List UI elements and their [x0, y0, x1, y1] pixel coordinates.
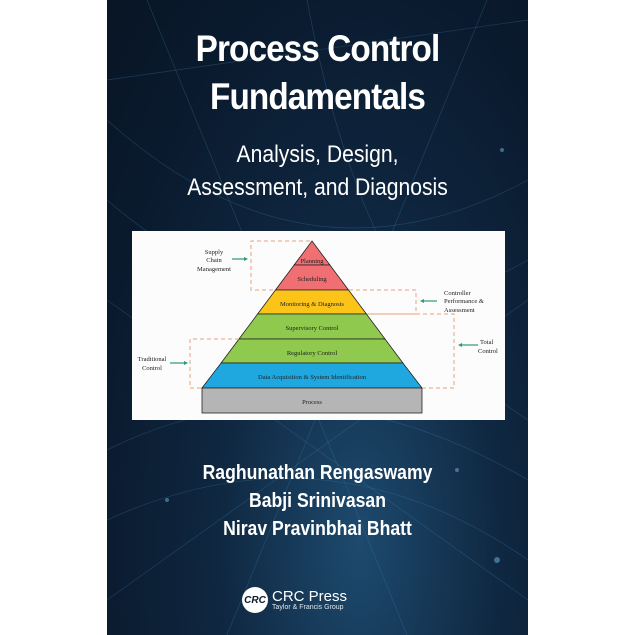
annot-supply-3: Management	[197, 266, 231, 273]
annot-controller-2: Performance &	[444, 298, 484, 305]
annot-traditional-2: Control	[142, 365, 162, 372]
label-monitoring: Monitoring & Diagnosis	[280, 301, 344, 308]
label-planning: Planning	[300, 258, 324, 265]
annot-total-1: Total	[480, 339, 493, 346]
title-line-2: Fundamentals	[210, 76, 426, 117]
author-3: Nirav Pravinbhai Bhatt	[223, 518, 412, 540]
annot-supply-1: Supply	[205, 249, 224, 256]
crc-logo-icon: CRC	[242, 587, 268, 613]
subtitle-line-1: Analysis, Design,	[236, 141, 399, 168]
label-process: Process	[302, 399, 322, 406]
publisher-logo: CRC CRC Press Taylor & Francis Group	[242, 587, 347, 613]
annot-controller-3: Assessment	[444, 307, 475, 314]
annot-supply-2: Chain	[206, 257, 222, 264]
publisher-tagline: Taylor & Francis Group	[272, 604, 344, 611]
title-line-1: Process Control	[195, 28, 441, 69]
annot-traditional-1: Traditional	[138, 356, 167, 363]
author-2: Babji Srinivasan	[249, 490, 386, 512]
annot-total-2: Control	[478, 348, 498, 355]
annot-controller-1: Controller	[444, 290, 472, 297]
label-supervisory: Supervisory Control	[286, 325, 339, 332]
level-process	[201, 387, 423, 414]
subtitle-line-2: Assessment, and Diagnosis	[187, 174, 448, 201]
label-scheduling: Scheduling	[297, 276, 327, 283]
label-regulatory: Regulatory Control	[287, 350, 338, 357]
label-data-acquisition: Data Acquisition & System Identification	[258, 374, 367, 381]
publisher-name: CRC Press	[272, 588, 348, 605]
pyramid-diagram: Planning Scheduling Monitoring & Diagnos…	[132, 231, 505, 420]
author-1: Raghunathan Rengaswamy	[202, 462, 433, 484]
book-cover: Process Control Fundamentals Analysis, D…	[107, 0, 528, 635]
